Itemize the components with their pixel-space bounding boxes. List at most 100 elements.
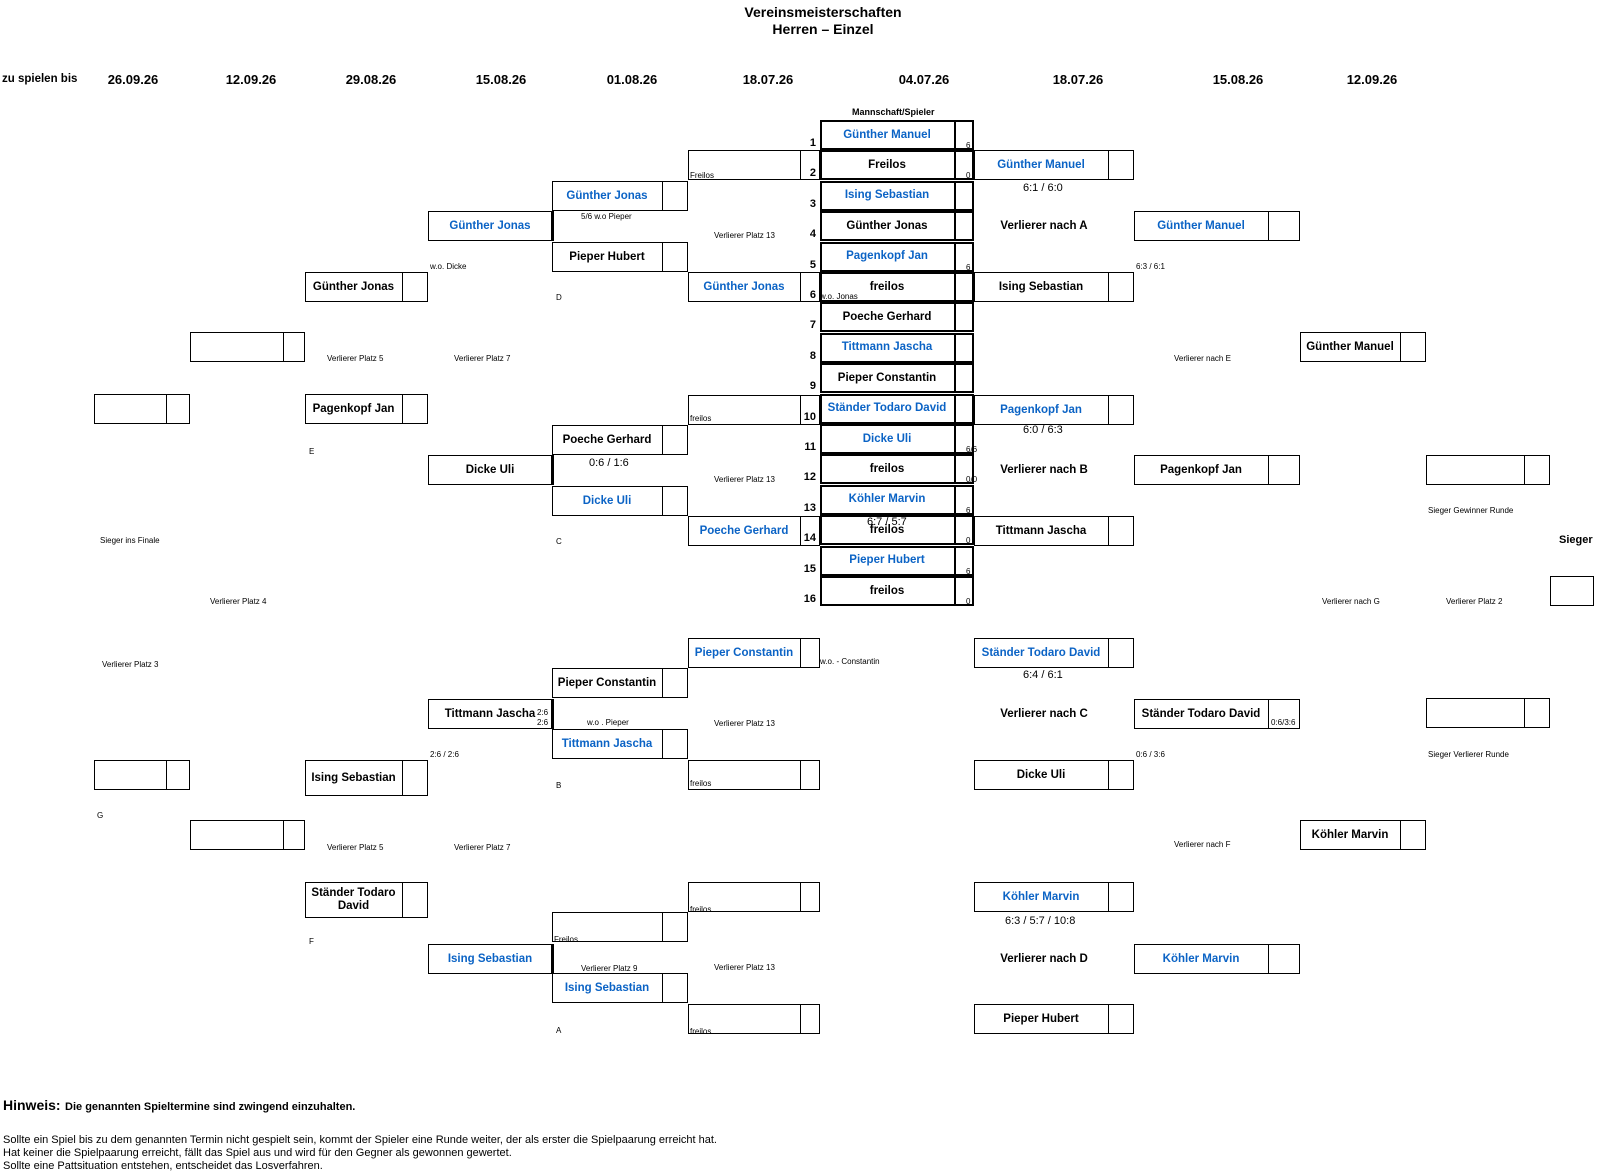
r1-player-5: Pagenkopf Jan [846, 250, 928, 263]
winners-r2-score-4: 6:3 / 5:7 / 10:8 [1005, 915, 1076, 927]
winners-r2-player-6: Dicke Uli [1016, 768, 1066, 781]
winners-r2-player-4: Tittmann Jascha [995, 524, 1087, 537]
r1-player-11-score-box [954, 424, 974, 454]
title-line-1: Vereinsmeisterschaften [744, 4, 902, 20]
losers-l2-player-3: Poeche Gerhard [562, 433, 652, 446]
losers-l4-player-3: Ising Sebastian [311, 771, 396, 784]
r1-player-16-score-box [954, 576, 974, 606]
losers-l1-vp-1: Verlierer Platz 13 [714, 231, 775, 240]
winners-r4-note-1: Verlierer nach E [1174, 354, 1231, 363]
losers-l6-box-2 [94, 760, 166, 790]
winners-r4-player-1: Günther Manuel [1306, 340, 1394, 353]
r1-player-9-score-box [954, 363, 974, 394]
losers-l1-player-1-score-box [800, 150, 820, 180]
losers-l3-player-4: Ising Sebastian [447, 952, 533, 965]
losers-l1-note-8: freilos [690, 1027, 712, 1036]
losers-letter-g: G [97, 811, 104, 820]
losers-l3-player-1: Günther Jonas [449, 219, 531, 232]
hint-text: Die genannten Spieltermine sind zwingend… [65, 1101, 356, 1113]
r1-player-9: Pieper Constantin [837, 371, 937, 384]
r1-player-1: Günther Manuel [843, 128, 931, 141]
winners-r2-loser-4: Verlierer nach D [1000, 952, 1088, 965]
final-loser-round-box-score-box [1524, 698, 1550, 728]
losers-l3-player-3-score-box [552, 699, 554, 729]
losers-l2-letter-a: A [556, 1026, 562, 1035]
losers-l6-box-2-score-box [166, 760, 190, 790]
losers-l2-player-6: Tittmann Jascha [561, 737, 653, 750]
winners-r2-score-1: 6:1 / 6:0 [1023, 182, 1063, 194]
losers-l3-player-2-box [428, 455, 552, 485]
losers-l3-player-3-box [428, 699, 552, 729]
losers-l2-letter-d: D [556, 293, 562, 302]
r1-match-number-8: 8 [809, 349, 816, 362]
losers-l4-player-2-score-box [402, 394, 428, 424]
r1-score-7-8: 6:7 / 5:7 [867, 516, 907, 528]
footer-line-1: Sollte ein Spiel bis zu dem genannten Te… [3, 1134, 717, 1146]
losers-vp5-2: Verlierer Platz 5 [327, 843, 384, 852]
losers-l1-player-5: Pieper Constantin [694, 646, 794, 659]
r1-player-5-score-box [954, 241, 974, 272]
final-sieger-label: Sieger [1559, 534, 1593, 546]
winners-r3-player-4-score-box [1268, 944, 1300, 974]
r1-player-13-score-box [954, 484, 974, 515]
losers-vp7-1: Verlierer Platz 7 [454, 354, 511, 363]
losers-l3-player-1-score-box [552, 211, 554, 241]
losers-l3-player-2-score-box [552, 455, 554, 485]
winners-r3-player-1: Günther Manuel [1157, 219, 1245, 232]
r1-player-8-score-box [954, 332, 974, 363]
date-2: 12.09.26 [225, 72, 277, 87]
losers-l5-box-1 [190, 332, 283, 362]
r1-player-7: Poeche Gerhard [842, 310, 932, 323]
title-line-2: Herren – Einzel [772, 21, 874, 37]
r1-player-11: Dicke Uli [862, 432, 912, 445]
losers-l2-letter-c: C [556, 537, 562, 546]
losers-l3-side-b: 2:6 [537, 718, 549, 727]
losers-l4-letter-f: F [309, 937, 314, 946]
losers-l2-player-7-score-box [662, 912, 688, 942]
losers-l1-note-6: freilos [690, 779, 712, 788]
r1-score-2: 0 [966, 171, 971, 181]
final-winner-round-box [1426, 455, 1524, 485]
final-verlierer-nach-g: Verlierer nach G [1322, 597, 1380, 606]
losers-l6-box-1-score-box [166, 394, 190, 424]
date-row-label: zu spielen bis [2, 73, 78, 85]
winners-r2-player-7: Köhler Marvin [1002, 890, 1080, 903]
r1-player-7-score-box [954, 302, 974, 333]
losers-l1-note-3: freilos [690, 414, 712, 423]
r1-score-14: 0 [966, 536, 971, 546]
winners-r4-player-1-score-box [1400, 332, 1426, 362]
losers-sieger-ins-finale: Sieger ins Finale [100, 536, 160, 545]
date-8: 18.07.26 [1052, 72, 1104, 87]
r1-player-6-score-box [954, 272, 974, 302]
final-loser-round-box [1426, 698, 1524, 728]
winners-r2-loser-1: Verlierer nach A [1000, 219, 1088, 232]
losers-l1-player-2-score-box [800, 272, 820, 302]
losers-l2-player-2-score-box [662, 242, 688, 272]
r1-score-15: 6 [966, 566, 971, 576]
losers-l3-player-4-box [428, 944, 552, 974]
r1-match-number-1: 1 [809, 137, 816, 149]
r1-match-number-2: 2 [809, 167, 816, 180]
losers-l1-vp-4: Verlierer Platz 13 [714, 963, 775, 972]
footer-line-2: Hat keiner die Spielpaarung erreicht, fä… [3, 1147, 512, 1159]
losers-l1-player-4: Poeche Gerhard [699, 524, 789, 537]
r1-match-number-13: 13 [803, 501, 816, 514]
r1-match-number-3: 3 [809, 197, 816, 210]
losers-l1-player-8-score-box [800, 1004, 820, 1034]
losers-l5-box-1-score-box [283, 332, 305, 362]
losers-l3-player-4-score-box [552, 944, 554, 974]
date-6: 18.07.26 [742, 72, 794, 87]
r1-score-5: 6 [966, 262, 971, 272]
r1-match-number-6: 6 [809, 289, 816, 301]
losers-l5-box-2-score-box [283, 820, 305, 850]
r1-player-15-score-box [954, 545, 974, 576]
r1-player-12-score-box [954, 454, 974, 485]
losers-l2-player-4: Dicke Uli [582, 494, 632, 507]
losers-l6-box-1 [94, 394, 166, 424]
r1-player-6: freilos [869, 280, 905, 293]
winners-r3-player-2-score-box [1268, 455, 1300, 485]
r1-score-11: 6/6 [966, 445, 978, 454]
winners-r2-player-7-score-box [1108, 882, 1134, 912]
losers-l2-player-1: Günther Jonas [566, 189, 648, 202]
losers-l2-note-4: Verlierer Platz 9 [581, 964, 638, 973]
